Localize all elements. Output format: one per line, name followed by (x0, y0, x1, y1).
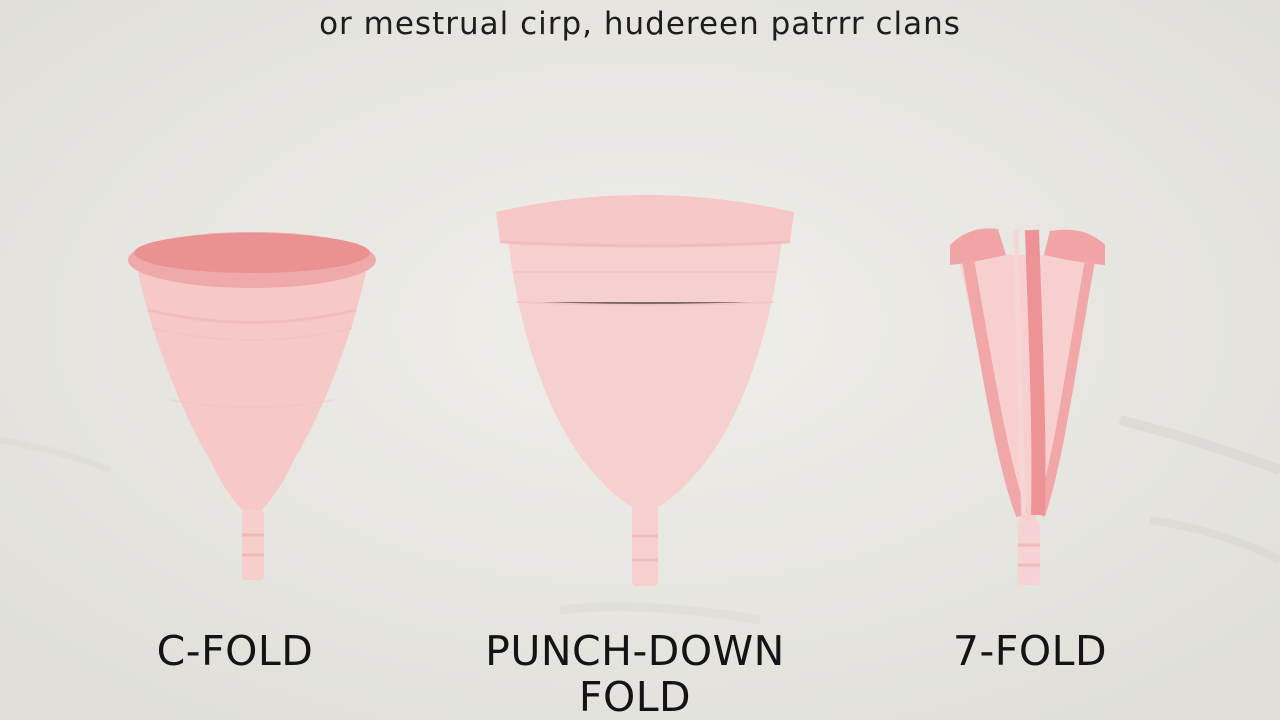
punch-down-fold-label-line2: FOLD (578, 673, 692, 720)
punch-down-fold-cup-icon (496, 195, 794, 586)
7-fold-cup-icon (950, 228, 1105, 585)
c-fold-label: C-FOLD (156, 627, 314, 675)
punch-down-fold-label: PUNCH-DOWN FOLD (395, 628, 875, 720)
header-caption: or mestrual cirp, hudereen patrrr clans (319, 6, 961, 42)
punch-down-fold-label-line1: PUNCH-DOWN (485, 627, 785, 675)
7-fold-label: 7-FOLD (952, 627, 1108, 675)
c-fold-cup-icon (128, 232, 376, 580)
